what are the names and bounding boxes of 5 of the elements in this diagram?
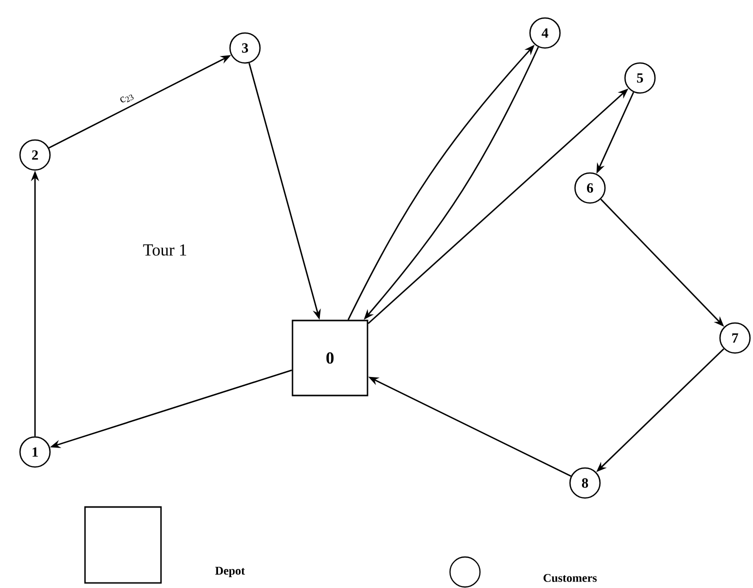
legend-entry: Customers (449, 556, 597, 588)
legend-entry: Depot (84, 506, 245, 584)
edge-label: c$_{23}$ (118, 90, 136, 106)
depot-box: 0 (292, 320, 368, 396)
tour-label: Tour 1 (143, 244, 186, 256)
